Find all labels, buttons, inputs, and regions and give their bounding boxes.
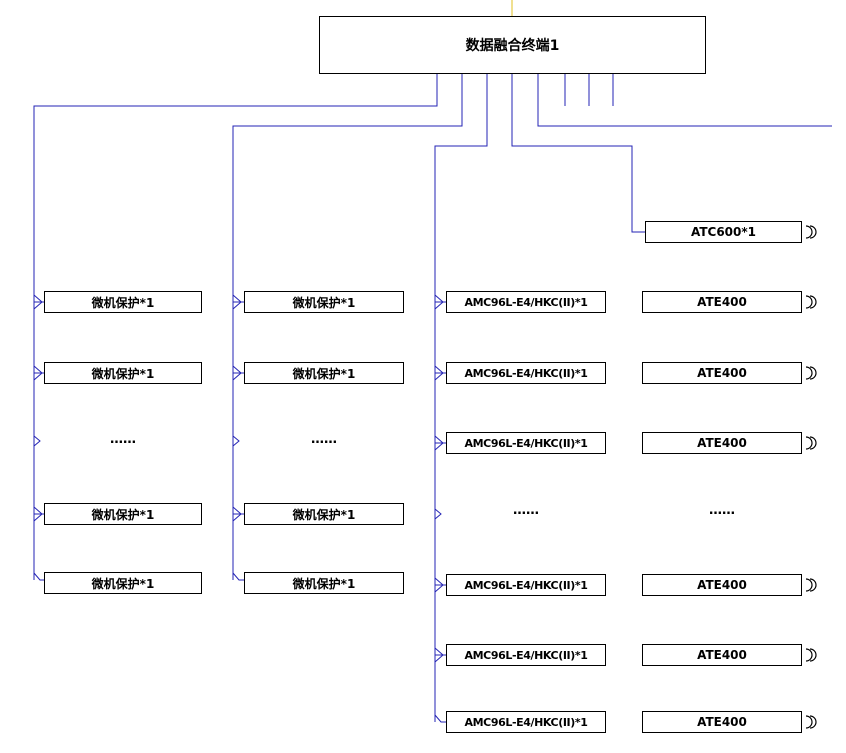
column3-meter[interactable]: AMC96L-E4/HKC(II)*1 xyxy=(446,291,606,313)
column4-device[interactable]: ATE400 xyxy=(642,362,802,384)
right-arc-symbol-icon xyxy=(805,225,817,239)
column4-ellipsis: …… xyxy=(709,503,735,518)
column4-device[interactable]: ATE400 xyxy=(642,291,802,313)
column4-device[interactable]: ATE400 xyxy=(642,711,802,733)
right-arc-symbol-icon xyxy=(805,436,817,450)
column2-device[interactable]: 微机保护*1 xyxy=(244,503,404,525)
column1-device[interactable]: 微机保护*1 xyxy=(44,572,202,594)
column3-branches xyxy=(434,294,446,723)
right-arc-symbol-icon xyxy=(805,295,817,309)
column3-trunk xyxy=(434,74,488,722)
column3-meter[interactable]: AMC96L-E4/HKC(II)*1 xyxy=(446,574,606,596)
branch-c1-gap xyxy=(33,435,41,447)
column4-top-device[interactable]: ATC600*1 xyxy=(645,221,802,243)
right-arc-symbol-icon xyxy=(805,648,817,662)
right-arc-symbol-icon xyxy=(805,366,817,380)
right-arc-symbol-icon xyxy=(805,715,817,729)
column4-device[interactable]: ATE400 xyxy=(642,432,802,454)
data-fusion-terminal[interactable]: 数据融合终端1 xyxy=(319,16,706,74)
column2-ellipsis: …… xyxy=(311,432,337,447)
column1-branches xyxy=(33,294,44,581)
column1-device[interactable]: 微机保护*1 xyxy=(44,362,202,384)
column1-device[interactable]: 微机保护*1 xyxy=(44,503,202,525)
right-extension xyxy=(537,74,832,127)
right-arc-symbol-icon xyxy=(805,578,817,592)
column2-trunk xyxy=(232,74,463,580)
branch-c1-r4 xyxy=(33,572,44,581)
column4-end-symbols xyxy=(805,225,817,729)
column4-feed xyxy=(511,74,645,233)
column1-trunk xyxy=(33,74,438,580)
column2-device[interactable]: 微机保护*1 xyxy=(244,572,404,594)
column2-device[interactable]: 微机保护*1 xyxy=(244,362,404,384)
column1-ellipsis: …… xyxy=(110,432,136,447)
column1-device[interactable]: 微机保护*1 xyxy=(44,291,202,313)
column2-device[interactable]: 微机保护*1 xyxy=(244,291,404,313)
column3-meter[interactable]: AMC96L-E4/HKC(II)*1 xyxy=(446,362,606,384)
column3-ellipsis: …… xyxy=(513,503,539,518)
column3-meter[interactable]: AMC96L-E4/HKC(II)*1 xyxy=(446,711,606,733)
column2-branches xyxy=(232,294,244,581)
column4-device[interactable]: ATE400 xyxy=(642,574,802,596)
column3-meter[interactable]: AMC96L-E4/HKC(II)*1 xyxy=(446,432,606,454)
column3-meter[interactable]: AMC96L-E4/HKC(II)*1 xyxy=(446,644,606,666)
column4-device[interactable]: ATE400 xyxy=(642,644,802,666)
